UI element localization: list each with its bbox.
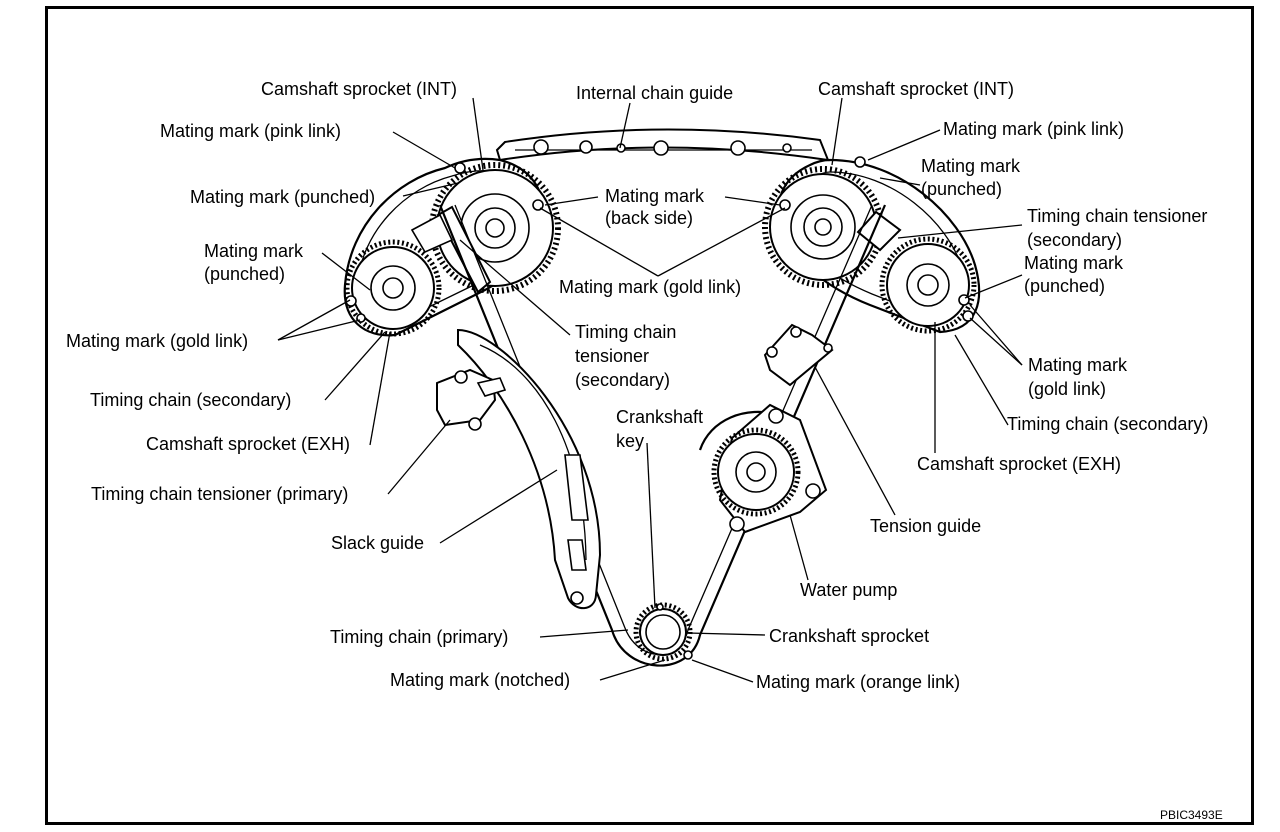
label-mating-mark-pink-right: Mating mark (pink link) xyxy=(943,119,1124,139)
label-timing-chain-primary: Timing chain (primary) xyxy=(330,627,508,647)
label-internal-chain-guide: Internal chain guide xyxy=(576,83,733,103)
label-mating-mark-punched-right-lower: Mating mark (punched) xyxy=(1024,253,1128,296)
label-mating-mark-punched-left: Mating mark (punched) xyxy=(190,187,375,207)
right-intake-camshaft-sprocket xyxy=(762,156,884,288)
label-timing-chain-secondary-left: Timing chain (secondary) xyxy=(90,390,291,410)
components xyxy=(343,128,981,667)
label-tension-guide: Tension guide xyxy=(870,516,981,536)
label-slack-guide: Slack guide xyxy=(331,533,424,553)
primary-tensioner xyxy=(436,368,507,431)
label-timing-chain-tensioner-primary: Timing chain tensioner (primary) xyxy=(91,484,348,504)
label-camshaft-sprocket-exh-left: Camshaft sprocket (EXH) xyxy=(146,434,350,454)
label-mating-mark-punched-left-lower: Mating mark (punched) xyxy=(204,241,308,284)
right-exhaust-camshaft-sprocket xyxy=(879,236,977,334)
label-camshaft-sprocket-int-right: Camshaft sprocket (INT) xyxy=(818,79,1014,99)
leader-lines xyxy=(277,97,1023,683)
right-secondary-chain xyxy=(777,158,981,334)
label-mating-mark-gold-left: Mating mark (gold link) xyxy=(66,331,248,351)
primary-timing-chain xyxy=(438,204,887,667)
label-water-pump: Water pump xyxy=(800,580,897,600)
slack-guide xyxy=(457,328,602,610)
callout-labels: Camshaft sprocket (INT) Internal chain g… xyxy=(66,79,1223,822)
label-mating-mark-orange: Mating mark (orange link) xyxy=(756,672,960,692)
label-mating-mark-punched-right-upper: Mating mark (punched) xyxy=(921,156,1025,199)
label-camshaft-sprocket-int-left: Camshaft sprocket (INT) xyxy=(261,79,457,99)
label-tensioner-secondary-center: Timing chain tensioner (secondary) xyxy=(575,322,681,390)
label-mating-mark-notched: Mating mark (notched) xyxy=(390,670,570,690)
figure-frame xyxy=(45,6,1254,825)
label-timing-chain-secondary-right: Timing chain (secondary) xyxy=(1007,414,1208,434)
label-tensioner-secondary-right: Timing chain tensioner (secondary) xyxy=(1027,206,1212,250)
label-mating-mark-gold-right: Mating mark (gold link) xyxy=(1028,355,1132,399)
label-mating-mark-back-side: Mating mark (back side) xyxy=(605,186,709,228)
figure-code: PBIC3493E xyxy=(1160,808,1223,822)
crankshaft-sprocket xyxy=(633,602,693,662)
water-pump xyxy=(711,403,828,534)
label-mating-mark-pink-left: Mating mark (pink link) xyxy=(160,121,341,141)
label-crankshaft-key: Crankshaft key xyxy=(616,407,708,451)
label-crankshaft-sprocket: Crankshaft sprocket xyxy=(769,626,929,646)
right-secondary-tensioner xyxy=(856,210,902,252)
left-exhaust-camshaft-sprocket xyxy=(344,239,442,337)
label-mating-mark-gold-center: Mating mark (gold link) xyxy=(559,277,741,297)
label-camshaft-sprocket-exh-right: Camshaft sprocket (EXH) xyxy=(917,454,1121,474)
internal-chain-guide xyxy=(495,128,830,162)
